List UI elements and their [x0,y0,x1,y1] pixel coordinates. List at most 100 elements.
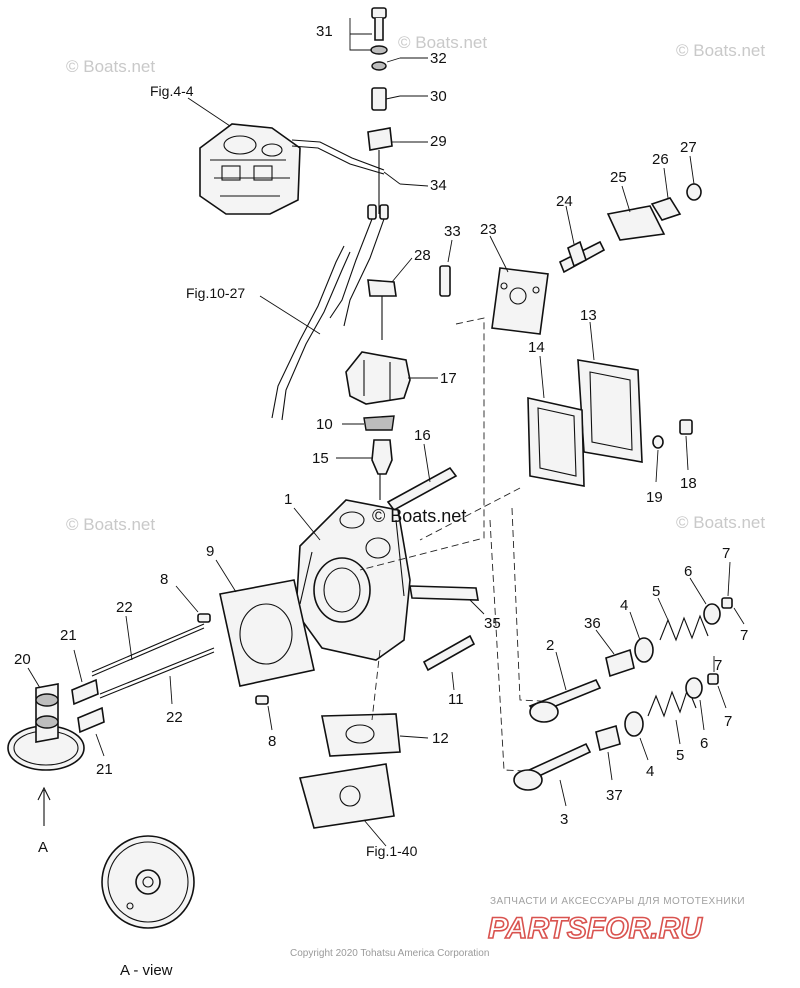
callout-label: 32 [430,50,447,67]
gasket-14 [527,396,585,487]
callout-label: 7 [714,657,722,674]
leader-line [657,597,669,621]
gear-a-view [101,835,195,929]
leader-line [727,561,731,597]
leader-line [175,585,199,613]
leader-line [385,95,401,100]
collet [721,597,733,609]
leader-line [451,671,455,691]
valve-spring [659,614,709,642]
callout-label: 5 [652,583,660,600]
figure-ref-gasket: Fig.1-40 [366,843,418,859]
collet [707,673,719,685]
washer-16 [652,435,664,449]
leader-line [689,577,707,605]
leader-line [607,751,613,781]
callout-label: 37 [606,787,623,804]
leader-line [169,675,173,705]
callout-label: 8 [160,571,168,588]
leader-line [621,185,631,213]
figure-ref-hoses: Fig.10-27 [186,285,245,301]
carburetor-assembly [199,123,385,215]
washer-27 [686,183,702,201]
valve-guide-36 [605,648,635,678]
watermark: © Boats.net [398,33,487,52]
center-watermark: © Boats.net [372,506,466,526]
callout-label: 7 [740,627,748,644]
callout-label: 7 [724,713,732,730]
watermark: © Boats.net [66,57,155,76]
seal-4 [634,637,654,663]
leader-line [259,295,321,335]
leader-line [555,651,567,691]
callout-label: 23 [480,221,497,238]
leader-line [595,629,615,655]
bolt-10 [386,466,458,512]
callout-label: 4 [620,597,628,614]
leader-line [423,443,431,483]
leader-line [717,685,727,709]
callout-label: 6 [684,563,692,580]
callout-label: 18 [680,475,697,492]
callout-label: 9 [206,543,214,560]
callout-label: 30 [430,88,447,105]
leader-line [539,355,545,399]
leader-line [699,699,705,731]
leader-line [629,611,641,641]
callout-label: 17 [440,370,457,387]
callout-label: 10 [316,416,333,433]
leader-line [399,57,429,187]
leader-line [655,449,659,483]
callout-label: 21 [96,761,113,778]
leader-line [663,167,669,199]
watermark: © Boats.net [676,513,765,532]
callout-label: 1 [284,491,292,508]
callout-label: 8 [268,733,276,750]
thermostat-group [271,204,411,500]
callout-label: 4 [646,763,654,780]
callout-label: 22 [166,709,183,726]
leader-line [386,57,401,63]
leader-line [469,599,485,615]
leader-line [689,155,695,185]
callout-label: 29 [430,133,447,150]
callout-label: 20 [14,651,31,668]
leader-line [589,321,595,361]
retainer [685,677,703,699]
callout-label: 13 [580,307,597,324]
bolt-11 [422,634,476,672]
leader-line [565,205,575,245]
figure-ref-carburetor: Fig.4-4 [150,83,194,99]
leader-line [363,819,387,847]
copyright-text: Copyright 2020 Tohatsu America Corporati… [290,948,489,959]
callout-label: 27 [680,139,697,156]
callout-label: 19 [646,489,663,506]
leader-line [267,705,273,731]
brand-logo: PARTSFOR.RU [488,912,703,945]
view-label: A - view [120,962,173,979]
leader-line [27,667,41,689]
governor-linkage [367,7,393,214]
leader-line [383,171,401,185]
head-gasket-9 [219,579,315,687]
bolt-15 [679,419,693,435]
callout-label: 33 [444,223,461,240]
tappet [71,678,99,706]
pushrod [99,647,215,699]
leader-line [73,649,83,683]
leader-line [293,507,321,541]
pushrod [91,623,205,677]
callout-label: 6 [700,735,708,752]
leader-line [187,97,231,127]
leader-line [733,607,745,625]
view-arrow [37,786,51,826]
bracket-25 [606,205,666,241]
view-marker: A [38,839,48,856]
callout-label: 11 [448,691,464,708]
leader-line [349,18,372,51]
callout-label: 3 [560,811,568,828]
callout-label: 31 [316,23,333,40]
callout-label: 2 [546,637,554,654]
leader-line [489,235,509,273]
gasket-23 [491,267,549,335]
